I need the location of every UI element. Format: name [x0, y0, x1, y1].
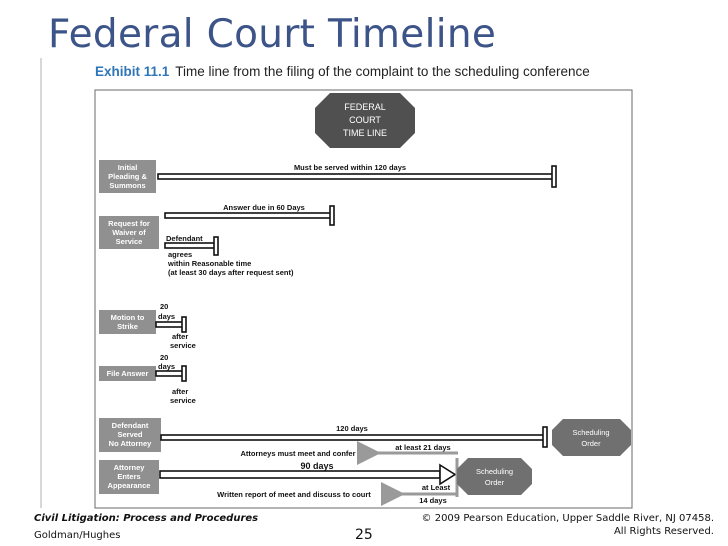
event-motion-strike: Motion to Strike — [99, 310, 156, 334]
bar-motion-20 — [155, 316, 187, 333]
label-reasonable-time: within Reasonable time — [167, 259, 251, 268]
bar-end-cap — [551, 165, 557, 188]
event-label-line: Initial — [118, 163, 138, 172]
exhibit-caption: Exhibit 11.1 Time line from the filing of… — [95, 64, 590, 79]
footer-book-title: Civil Litigation: Process and Procedures — [34, 513, 259, 524]
event-label-line: No Attorney — [109, 439, 152, 448]
event-attorney-enters: Attorney Enters Appearance — [99, 460, 159, 494]
bar-body — [164, 242, 216, 249]
footer-authors: Goldman/Hughes — [34, 530, 121, 541]
exhibit-label: Exhibit 11.1 — [95, 64, 170, 79]
event-label-line: Attorney — [114, 463, 146, 472]
scheduling-order-2-line-1: Scheduling — [476, 467, 513, 476]
slide-title: Federal Court Timeline — [48, 12, 497, 57]
event-box — [99, 418, 161, 452]
label-written-report: Written report of meet and discuss to co… — [217, 490, 371, 499]
label-motion-20: 20 — [160, 302, 168, 311]
left-divider — [40, 58, 42, 508]
label-14-days: 14 days — [419, 496, 447, 505]
event-box — [99, 160, 156, 193]
scheduling-order-1-line-1: Scheduling — [572, 428, 609, 437]
event-label-line: Served — [117, 430, 142, 439]
event-label-line: File Answer — [107, 369, 149, 378]
bar-served-120 — [157, 165, 557, 188]
label-agrees: agrees — [168, 250, 192, 259]
label-answer-60: Answer due in 60 Days — [223, 203, 305, 212]
bar-body — [157, 173, 554, 180]
label-answer-days: days — [158, 362, 175, 371]
arrow-head — [439, 463, 457, 486]
bar-end-cap — [181, 316, 187, 333]
bar-body — [155, 370, 184, 377]
label-answer-service: service — [170, 396, 196, 405]
label-answer-20: 20 — [160, 353, 168, 362]
bar-answer-60 — [164, 205, 335, 226]
event-label-line: Service — [116, 237, 143, 246]
scheduling-order-2-line-2: Order — [485, 478, 505, 487]
label-120-days: 120 days — [336, 424, 368, 433]
label-served-120: Must be served within 120 days — [294, 163, 406, 172]
label-at-least: at Least — [422, 483, 451, 492]
header-line-1: FEDERAL — [344, 102, 386, 112]
event-label-line: Motion to — [111, 313, 145, 322]
label-at-least-30: (at least 30 days after request sent) — [168, 268, 294, 277]
footer-rights: All Rights Reserved. — [613, 526, 714, 537]
event-label-line: Defendant — [112, 421, 149, 430]
header-line-2: COURT — [349, 115, 381, 125]
bar-end-cap — [181, 365, 187, 382]
scheduling-order-octagon-1 — [552, 419, 631, 456]
event-label-line: Strike — [117, 322, 138, 331]
arrow-body — [159, 470, 441, 479]
event-label-line: Waiver of — [112, 228, 146, 237]
event-request-waiver: Request for Waiver of Service — [99, 216, 159, 249]
event-box — [99, 366, 156, 381]
event-label-line: Summons — [109, 181, 145, 190]
label-meet-confer: Attorneys must meet and confer — [240, 449, 355, 458]
event-label-line: Enters — [117, 472, 140, 481]
event-label-line: Pleading & — [108, 172, 147, 181]
bar-120-days — [160, 426, 548, 448]
bar-body — [164, 212, 332, 219]
event-label-line: Request for — [108, 219, 150, 228]
bar-body — [160, 434, 545, 441]
arrow-90-days — [159, 463, 457, 486]
bar-end-cap — [329, 205, 335, 226]
event-box — [99, 216, 159, 249]
diagram-frame — [94, 89, 633, 509]
scheduling-order-octagon-2 — [457, 458, 532, 495]
bar-answer-20 — [155, 365, 187, 382]
label-motion-service: service — [170, 341, 196, 350]
event-file-answer: File Answer — [99, 366, 156, 381]
event-box — [99, 310, 156, 334]
footer-copyright: © 2009 Pearson Education, Upper Saddle R… — [421, 513, 714, 524]
label-motion-days: days — [158, 312, 175, 321]
label-answer-after: after — [172, 387, 188, 396]
bar-body — [155, 321, 184, 328]
bar-defendant-agrees — [164, 236, 219, 256]
exhibit-caption-text: Time line from the filing of the complai… — [175, 64, 590, 79]
page-number: 25 — [355, 527, 373, 543]
event-initial-pleading: Initial Pleading & Summons — [99, 160, 156, 193]
header-octagon — [315, 93, 415, 148]
label-at-least-21: at least 21 days — [395, 443, 450, 452]
label-defendant: Defendant — [166, 234, 203, 243]
label-motion-after: after — [172, 332, 188, 341]
event-label-line: Appearance — [108, 481, 151, 490]
event-defendant-no-attorney: Defendant Served No Attorney — [99, 418, 161, 452]
header-line-3: TIME LINE — [343, 128, 387, 138]
label-90-days: 90 days — [300, 461, 333, 471]
bar-end-cap — [213, 236, 219, 256]
event-box — [99, 460, 159, 494]
scheduling-order-1-line-2: Order — [581, 439, 601, 448]
bar-end-cap — [542, 426, 548, 448]
